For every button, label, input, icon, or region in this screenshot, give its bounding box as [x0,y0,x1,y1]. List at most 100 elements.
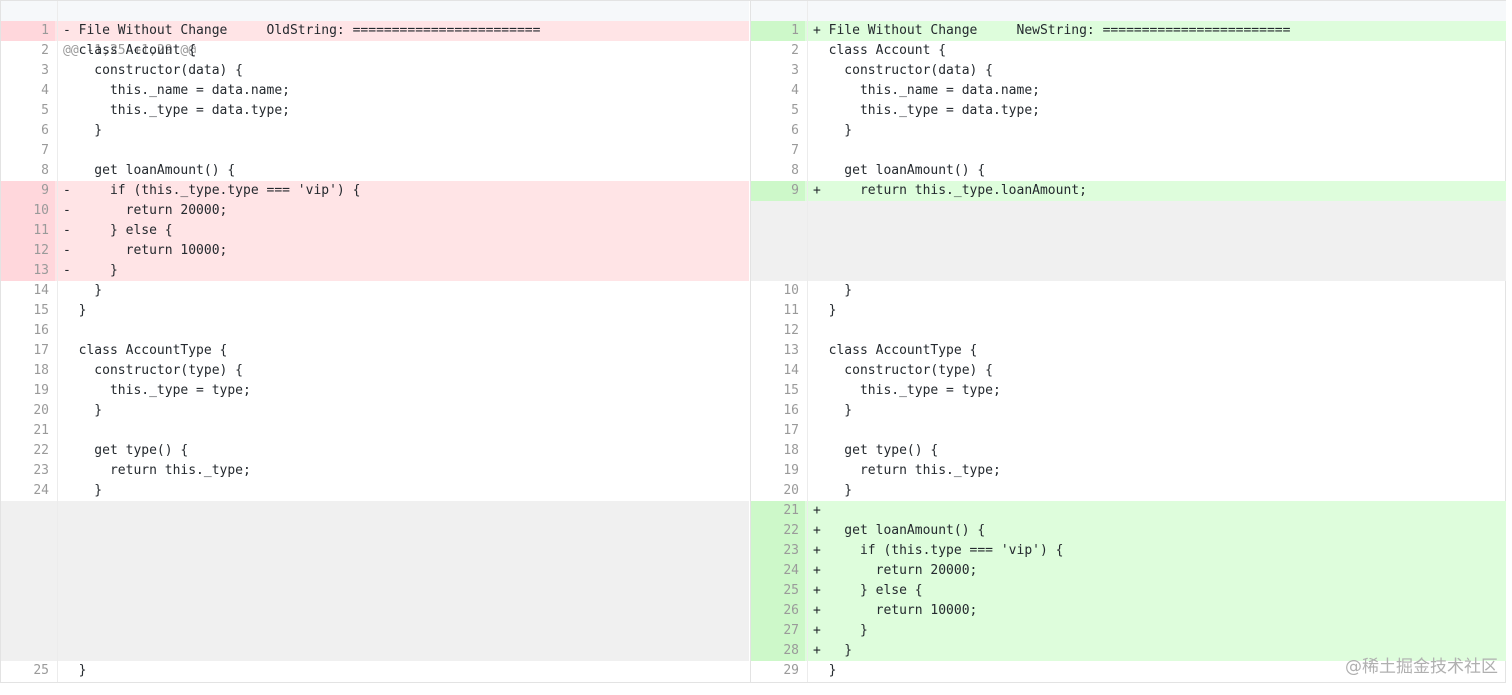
diff-line: 10- return 20000; [1,201,749,221]
hunk-header-text: @@ -1,25 +1,29 @@ [63,43,197,58]
line-code: } [63,403,103,418]
line-code: get type() { [813,443,939,458]
line-code: } [63,123,103,138]
diff-line [1,581,749,601]
line-number: 11 [783,303,799,318]
line-number: 2 [41,43,49,58]
diff-pane-new: 1+ File Without Change NewString: ======… [750,1,1506,682]
diff-line: 19 this._type = type; [1,381,749,401]
line-code [63,561,749,581]
line-number: 16 [33,323,49,338]
diff-line: 17 class AccountType { [1,341,749,361]
line-code [813,321,1506,341]
diff-line: 23+ if (this.type === 'vip') { [751,541,1506,561]
diff-line: 14 } [1,281,749,301]
line-code: this._type = type; [813,383,1001,398]
diff-line: 8 get loanAmount() { [1,161,749,181]
line-code: } [63,483,103,498]
line-number: 15 [33,303,49,318]
line-number [751,201,805,221]
line-code: } [63,283,103,298]
diff-line [1,641,749,661]
line-code: } [63,663,87,678]
diff-line: 28+ } [751,641,1506,661]
diff-line [1,521,749,541]
line-code [63,421,749,441]
diff-line: 6 } [1,121,749,141]
diff-line: 18 get type() { [751,441,1506,461]
line-code: class AccountType { [63,343,228,358]
diff-line: 15 } [1,301,749,321]
line-number: 8 [791,163,799,178]
diff-line: 21 [1,421,749,441]
diff-line: 15 this._type = type; [751,381,1506,401]
line-code: } [813,663,837,678]
line-number: 25 [751,581,805,601]
line-number: 19 [783,463,799,478]
line-number [1,501,55,521]
line-code [63,321,749,341]
line-number: 12 [783,323,799,338]
gutter-divider [57,1,58,682]
line-number: 17 [783,423,799,438]
diff-line [1,561,749,581]
split-diff-view: @@ -1,25 +1,29 @@ 1 - File Without Change… [0,0,1506,683]
line-code: return this._type; [63,463,251,478]
line-number [1,541,55,561]
line-number: 5 [41,103,49,118]
line-number: 1 [751,21,805,41]
diff-line: 11 } [751,301,1506,321]
line-code: + [813,503,821,518]
line-code [63,621,749,641]
diff-line: 24 } [1,481,749,501]
diff-line: 8 get loanAmount() { [751,161,1506,181]
line-code: this._name = data.name; [63,83,290,98]
line-code [813,241,1506,261]
line-code: class Account { [63,43,197,58]
diff-line: 11- } else { [1,221,749,241]
line-number [1,561,55,581]
line-code: } [813,403,853,418]
diff-line [751,241,1506,261]
line-code [813,221,1506,241]
line-code: + return 20000; [813,563,978,578]
line-number: 6 [41,123,49,138]
line-code [63,601,749,621]
diff-line: 2 class Account { [1,41,749,61]
line-code: + return 10000; [813,603,978,618]
line-number: 4 [791,83,799,98]
diff-line: 24+ return 20000; [751,561,1506,581]
line-code: get type() { [63,443,189,458]
line-number: 10 [783,283,799,298]
diff-line [751,261,1506,281]
line-code [813,201,1506,221]
diff-line: 19 return this._type; [751,461,1506,481]
diff-line: 13 class AccountType { [751,341,1506,361]
line-code: constructor(type) { [813,363,994,378]
diff-line: 17 [751,421,1506,441]
line-code: constructor(data) { [813,63,994,78]
diff-line: 22+ get loanAmount() { [751,521,1506,541]
diff-line: 7 [1,141,749,161]
diff-line: 20 } [751,481,1506,501]
line-number: 18 [33,363,49,378]
line-number: 27 [751,621,805,641]
line-number: 21 [33,423,49,438]
line-number: 2 [791,43,799,58]
diff-line [751,221,1506,241]
diff-line [1,501,749,521]
line-code: class AccountType { [813,343,978,358]
diff-line [1,601,749,621]
line-code: constructor(data) { [63,63,244,78]
line-code [63,641,749,661]
line-code: } [813,123,853,138]
line-code: this._type = data.type; [813,103,1040,118]
line-number: 3 [791,63,799,78]
line-code: + } [813,623,868,638]
diff-line: 26+ return 10000; [751,601,1506,621]
diff-line: 16 } [751,401,1506,421]
line-number: 9 [1,181,55,201]
line-code: - File Without Change OldString: =======… [63,23,541,38]
line-number: 25 [33,663,49,678]
line-code: } [813,283,853,298]
